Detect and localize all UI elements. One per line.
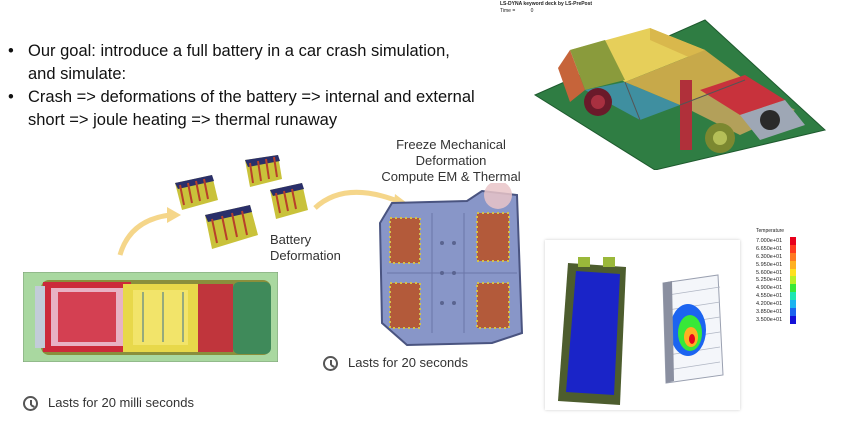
lsdyna-time-label: Time = [500,8,516,14]
legend-swatch [790,308,796,316]
legend-row: 3.500e+01 [756,315,796,324]
bullet-item-goal: • Our goal: introduce a full battery in … [8,40,478,86]
arrow-up-icon [117,212,171,256]
bullet-text-chain: Crash => deformations of the battery => … [28,88,475,129]
legend-swatch [790,268,796,277]
legend-swatch [790,300,796,309]
flow-arrows [117,189,411,256]
thermal-map [662,274,724,384]
battery-modules-image [175,155,308,249]
legend-value: 6.650e+01 [756,245,783,252]
battery-cell-group [389,282,421,329]
clock-icon [323,355,338,371]
legend-row: 6.650e+01 [756,244,796,253]
lsdyna-title: LS-DYNA keyword deck by LS-PrePost [500,1,593,7]
legend-value: 3.850e+01 [756,308,783,315]
battery-deformation-line2: Deformation [270,248,341,263]
battery-pack-image [378,183,524,347]
legend-row: 4.900e+01 [756,284,796,293]
lsdyna-time-value: 0 [530,8,534,14]
goal-bullets: • Our goal: introduce a full battery in … [8,40,478,132]
legend-swatch [790,244,796,253]
freeze-compute-label: Freeze Mechanical Deformation Compute EM… [376,137,526,185]
duration-milliseconds-text: Lasts for 20 milli seconds [48,395,194,410]
duration-seconds: Lasts for 20 seconds [323,355,468,371]
legend-value: 5.250e+01 [756,277,783,284]
legend-value: 4.900e+01 [756,285,783,292]
battery-deformation-line1: Battery [270,232,312,247]
bullet-icon: • [8,88,14,106]
legend-row: 6.300e+01 [756,252,796,261]
legend-value: 5.600e+01 [756,269,783,276]
legend-row: 7.000e+01 [756,237,796,245]
legend-value: 6.300e+01 [756,253,783,260]
arrow-head-icon [167,207,181,223]
battery-deformation-label: Battery Deformation [270,232,341,264]
battery-cell-group [389,217,421,264]
legend-value: 4.550e+01 [756,293,783,300]
bullet-item-chain: • Crash => deformations of the battery =… [8,86,478,132]
legend-value: 4.200e+01 [756,301,783,308]
freeze-line1: Freeze Mechanical [396,137,506,152]
impact-marker [484,183,512,209]
legend-row: 5.950e+01 [756,260,796,269]
freeze-line2: Deformation [415,153,487,168]
battery-module [270,183,308,219]
battery-module [205,205,258,249]
legend-swatch [790,276,796,285]
legend-value: 7.000e+01 [756,237,783,244]
legend-swatch [790,252,796,261]
legend-swatch [790,292,796,301]
duration-seconds-text: Lasts for 20 seconds [348,355,468,370]
arrow-right-icon [313,189,401,210]
legend-row: 5.250e+01 [756,276,796,285]
legend-swatch [790,315,796,324]
thermal-cell-image [558,257,724,405]
duration-milliseconds: Lasts for 20 milli seconds [23,395,194,411]
battery-cell-group [476,282,510,329]
bullet-text-goal: Our goal: introduce a full battery in a … [28,42,450,83]
legend-title: Temperature [756,228,785,234]
battery-module [245,155,282,187]
legend-swatch [790,284,796,293]
bullet-icon: • [8,42,14,60]
legend-value: 3.500e+01 [756,316,783,323]
lsdyna-time: Time = 0 [500,8,533,14]
battery-cell-group [476,212,510,262]
truck-top-view-image [23,272,278,362]
legend-value: 5.950e+01 [756,261,783,268]
clock-icon [23,395,38,411]
legend-row: 3.850e+01 [756,308,796,316]
battery-module [175,175,218,210]
truck-crash-model-image [533,19,827,170]
legend-row: 5.600e+01 [756,268,796,277]
freeze-line3: Compute EM & Thermal [381,169,521,184]
legend-row: 4.200e+01 [756,300,796,309]
legend-swatch [790,260,796,269]
legend-swatch [790,237,796,245]
legend-row: 4.550e+01 [756,292,796,301]
